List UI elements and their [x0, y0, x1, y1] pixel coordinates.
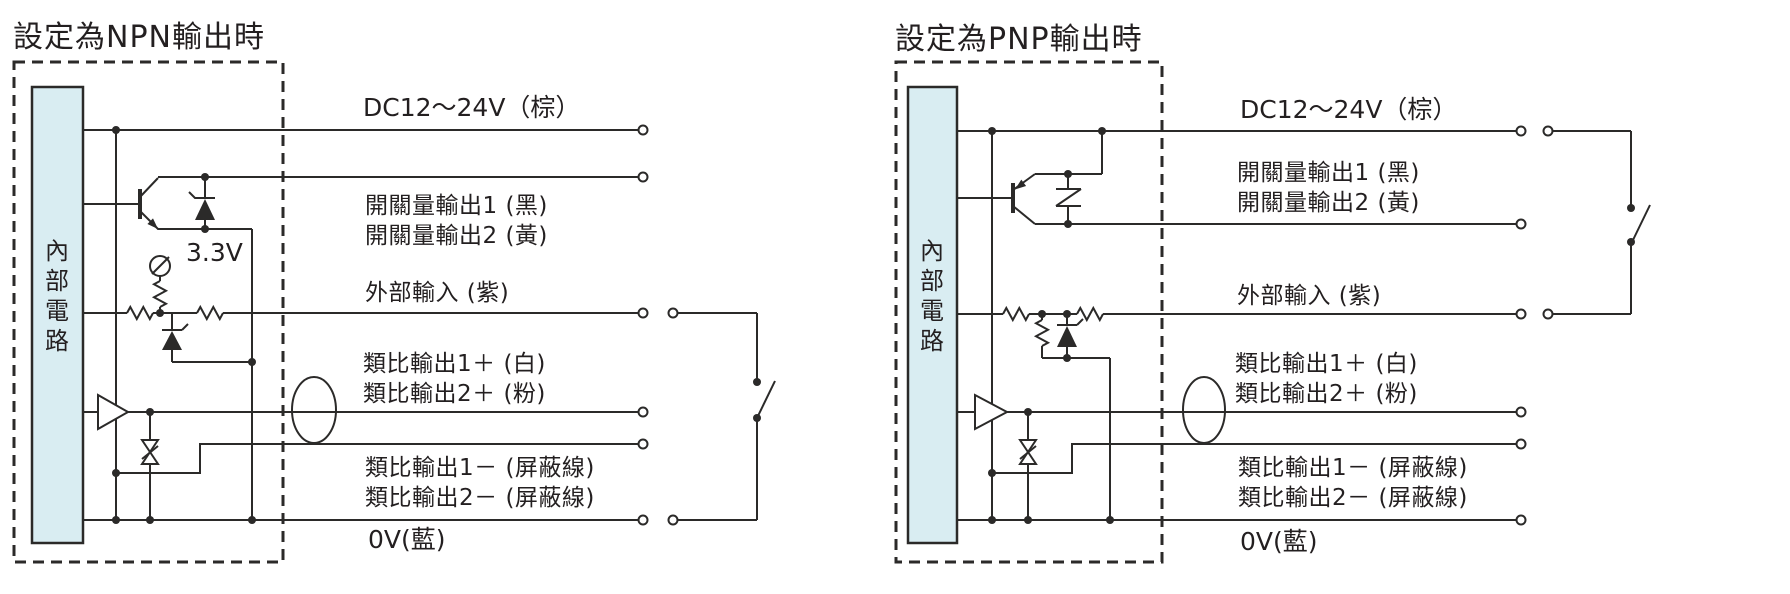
pnp-junction-dots — [988, 127, 1114, 524]
npn-series-resistor-1-icon — [126, 304, 154, 322]
npn-internal-circuit-box — [30, 85, 85, 545]
npn-label-dc: DC12～24V（棕） — [363, 93, 580, 122]
npn-label-0v: 0V(藍) — [368, 525, 446, 554]
pnp-external-switch — [1552, 130, 1651, 315]
pnp-label-dc: DC12～24V（棕） — [1240, 95, 1457, 124]
npn-label-sw1: 開關量輸出1 (黑) — [365, 193, 548, 219]
pnp-box-char-3: 電 — [920, 297, 944, 325]
pnp-series-resistor-2-icon — [1076, 305, 1104, 323]
npn-title: 設定為NPN輸出時 — [13, 20, 265, 55]
pnp-box-char-2: 部 — [920, 267, 944, 295]
pnp-wire-analog-minus — [992, 443, 1517, 474]
npn-transistor-emitter-arrow-icon — [147, 218, 158, 229]
pnp-shield-cable-icon — [1182, 376, 1226, 444]
pnp-wire-emitter — [1012, 131, 1103, 191]
npn-box-char-4: 路 — [45, 327, 69, 355]
npn-wire-analog-minus — [116, 443, 639, 474]
pnp-label-ext: 外部輸入 (紫) — [1237, 283, 1381, 309]
pnp-output-zener-icon — [1055, 174, 1082, 224]
npn-series-resistor-2-icon — [196, 304, 224, 322]
npn-label-an1p: 類比輸出1＋ (白) — [363, 351, 546, 377]
npn-label-an1m: 類比輸出1－ (屏蔽線) — [365, 455, 595, 481]
npn-current-source-icon — [149, 255, 171, 277]
npn-box-char-3: 電 — [45, 297, 69, 325]
pnp-input-resistor-icon — [1033, 314, 1051, 358]
pnp-internal-circuit-box — [906, 85, 959, 545]
pnp-label-an2m: 類比輸出2－ (屏蔽線) — [1238, 485, 1468, 511]
npn-zener-voltage-label: 3.3V — [186, 238, 243, 267]
pnp-input-zener-icon — [1057, 314, 1084, 358]
npn-terminals — [637, 124, 679, 526]
pnp-wire-switch-output — [1012, 205, 1517, 225]
pnp-label-an1m: 類比輸出1－ (屏蔽線) — [1238, 455, 1468, 481]
pnp-tvs-diode-icon — [1018, 412, 1038, 520]
npn-opamp-icon — [97, 393, 131, 431]
npn-shield-cable-icon — [291, 376, 337, 444]
npn-box-char-1: 內 — [45, 237, 69, 265]
pnp-label-sw2: 開關量輸出2 (黃) — [1237, 190, 1420, 216]
npn-junction-dots — [112, 126, 256, 524]
npn-tvs-diode-icon — [140, 412, 160, 520]
npn-label-sw2: 開關量輸出2 (黃) — [365, 223, 548, 249]
npn-zener-3v3-icon — [188, 177, 215, 229]
pnp-opamp-icon — [974, 393, 1010, 431]
npn-external-switch — [677, 312, 776, 521]
pnp-label-an2p: 類比輸出2＋ (粉) — [1235, 381, 1418, 407]
pnp-label-0v: 0V(藍) — [1240, 527, 1318, 556]
npn-diagram: 設定為NPN輸出時 3.3V — [12, 20, 776, 564]
npn-wire-switch-output — [139, 176, 639, 198]
pnp-label-an1p: 類比輸出1＋ (白) — [1235, 351, 1418, 377]
npn-dashed-boundary — [12, 60, 285, 564]
pnp-transistor-emitter-arrow-icon — [1015, 179, 1027, 190]
pnp-box-char-1: 內 — [920, 237, 944, 265]
pnp-terminals — [1515, 125, 1554, 526]
npn-label-ext: 外部輸入 (紫) — [365, 280, 509, 306]
pnp-box-char-4: 路 — [920, 327, 944, 355]
pnp-diagram: 設定為PNP輸出時 — [894, 22, 1651, 564]
pnp-dashed-boundary — [894, 60, 1164, 564]
npn-label-an2m: 類比輸出2－ (屏蔽線) — [365, 485, 595, 511]
npn-label-an2p: 類比輸出2＋ (粉) — [363, 381, 546, 407]
npn-pullup-resistor-icon — [151, 276, 169, 313]
pnp-title: 設定為PNP輸出時 — [895, 22, 1143, 57]
pnp-series-resistor-1-icon — [1002, 305, 1030, 323]
npn-input-zener-icon — [162, 313, 252, 363]
pnp-input-return-wire — [1042, 357, 1111, 520]
npn-box-char-2: 部 — [45, 267, 69, 295]
pnp-label-sw1: 開關量輸出1 (黑) — [1237, 160, 1420, 186]
